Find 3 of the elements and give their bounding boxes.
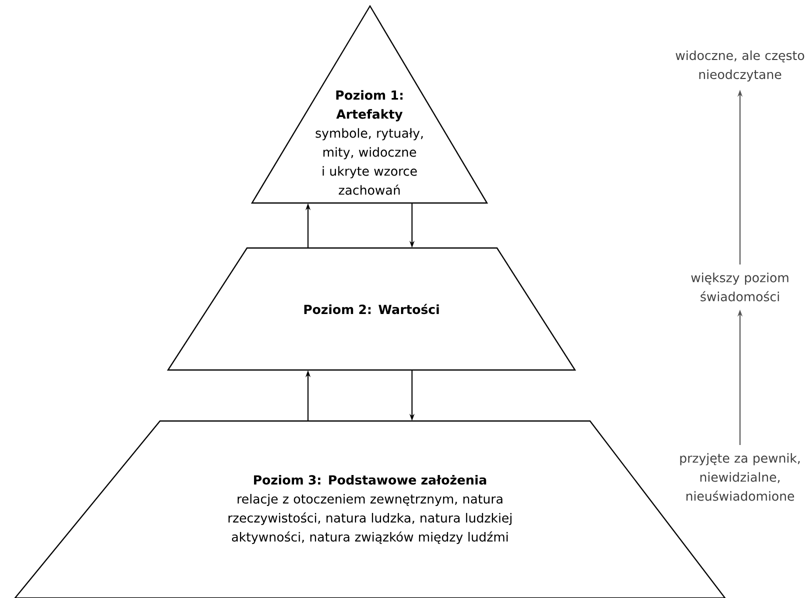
level-note: większy poziom świadomości	[691, 272, 788, 302]
level-note: przyjęte za pewnik, niewidzialne, nieuświadomione	[680, 453, 800, 501]
level-note: widoczne, ale często nieodczytane	[676, 50, 804, 82]
